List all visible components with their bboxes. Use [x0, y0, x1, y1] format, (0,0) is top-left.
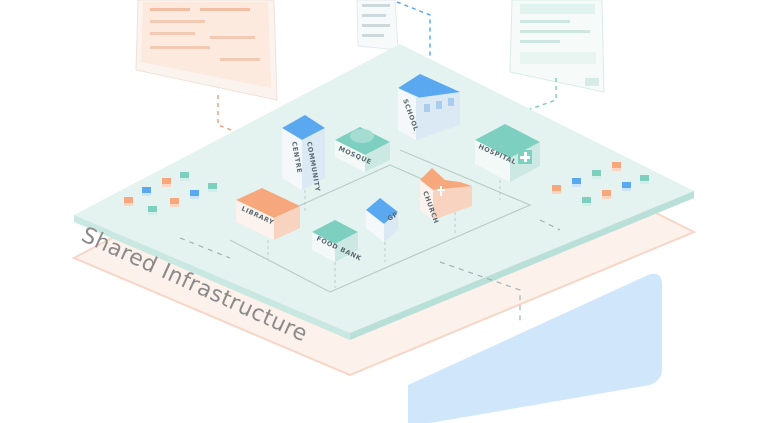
building-drops — [267, 180, 501, 288]
document-right — [509, 0, 605, 93]
building-library: LIBRARY — [236, 188, 300, 240]
houses-right — [552, 162, 649, 206]
document-left — [135, 0, 278, 101]
houses-left — [124, 172, 217, 215]
platform-front-edge — [74, 215, 350, 340]
document-middle — [356, 0, 399, 51]
dashed-road-lines — [179, 219, 561, 325]
lower-panel — [408, 273, 662, 423]
platform-right-edge — [350, 191, 694, 340]
building-church: CHURCH — [420, 168, 472, 225]
building-gp: GP — [366, 198, 400, 242]
building-mosque: MOSQUE — [335, 127, 390, 172]
building-hospital: HOSPITAL — [475, 124, 540, 182]
building-community-centre: COMMUNITY CENTRE — [282, 115, 325, 192]
building-food-bank: FOOD BANK — [312, 220, 363, 263]
platform-top — [74, 44, 694, 333]
building-school: SCHOOL — [398, 74, 460, 140]
